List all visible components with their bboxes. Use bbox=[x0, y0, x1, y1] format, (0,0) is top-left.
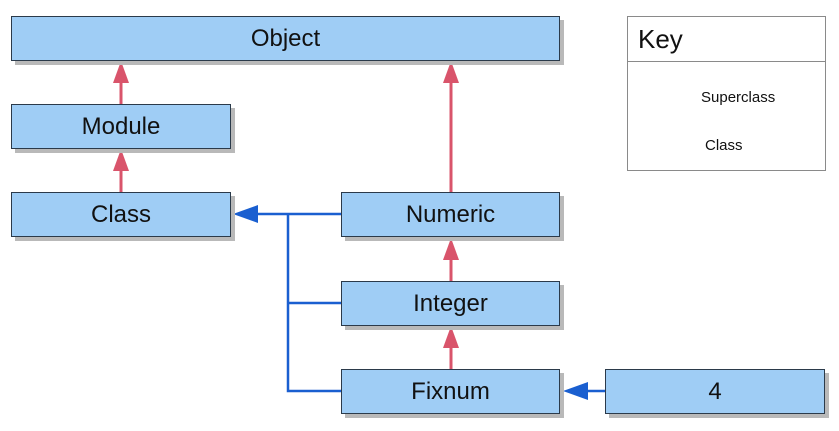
legend-superclass-label: Superclass bbox=[701, 89, 776, 106]
legend-class-label: Class bbox=[705, 137, 743, 154]
node-class: Class bbox=[11, 192, 231, 237]
node-four: 4 bbox=[605, 369, 825, 414]
arrowhead-numeric-to-object bbox=[443, 61, 459, 83]
class-arrows bbox=[233, 205, 605, 400]
node-numeric: Numeric bbox=[341, 192, 560, 237]
node-object: Object bbox=[11, 16, 560, 61]
arrowhead-class-to-module bbox=[113, 149, 129, 171]
arrowhead-module-to-object bbox=[113, 61, 129, 83]
node-integer: Integer bbox=[341, 281, 560, 326]
superclass-arrows bbox=[113, 61, 459, 369]
node-module: Module bbox=[11, 104, 231, 149]
node-fixnum: Fixnum bbox=[341, 369, 560, 414]
arrowhead-integer-to-numeric bbox=[443, 238, 459, 260]
legend-title: Key bbox=[628, 17, 825, 62]
arrowhead-fixnum-to-integer bbox=[443, 326, 459, 348]
arrowhead-to-fixnum bbox=[563, 382, 588, 400]
arrowhead-to-class bbox=[233, 205, 258, 223]
legend-key: Key bbox=[627, 16, 826, 171]
arrow-integer-fixnum-bus bbox=[286, 214, 341, 393]
